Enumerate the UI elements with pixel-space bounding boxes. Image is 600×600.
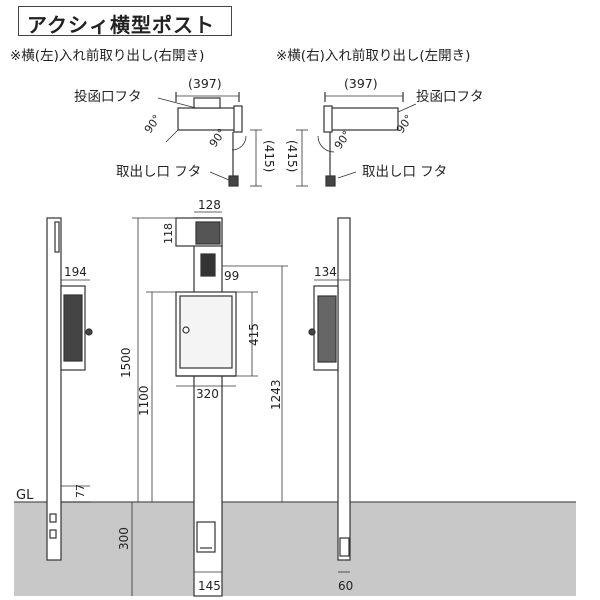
label-insert-lid-right: 投函口フタ (416, 89, 484, 105)
dim-1243: 1243 (269, 379, 283, 410)
plan-view-right (296, 92, 417, 187)
label-takeout-lid-right: 取出し口 フタ (362, 164, 447, 180)
title: アクシィ横型ポスト (27, 13, 215, 37)
side-view-left (46, 217, 93, 561)
dim-118: 118 (162, 223, 175, 244)
variant-right-caption: ※横(右)入れ前取り出し(左開き) (276, 48, 471, 64)
dim-397-right: (397) (344, 76, 378, 91)
side-view-right (308, 217, 351, 573)
label-takeout-lid-left: 取出し口 フタ (116, 164, 201, 180)
dim-320: 320 (196, 387, 219, 401)
dim-99: 99 (224, 269, 239, 283)
dim-194: 194 (64, 265, 87, 279)
dim-77: 77 (74, 484, 87, 498)
dim-60: 60 (338, 579, 353, 593)
dim-397-left: (397) (188, 76, 222, 91)
dim-134: 134 (314, 265, 337, 279)
gl-label: GL (16, 488, 34, 503)
front-view (131, 211, 288, 597)
dim-300: 300 (117, 527, 131, 550)
dim-415-left: (415) (262, 140, 276, 172)
dim-415-right: (415) (285, 140, 299, 172)
variant-left-caption: ※横(左)入れ前取り出し(右開き) (10, 48, 205, 64)
plan-view-left (157, 92, 262, 187)
ground-section (14, 502, 576, 596)
dim-145: 145 (198, 579, 221, 593)
label-insert-lid-left: 投函口フタ (74, 89, 142, 105)
dim-415: 415 (247, 323, 261, 346)
angle-right-a: 90° (332, 128, 354, 151)
dim-1500: 1500 (119, 347, 133, 378)
angle-left-a: 90° (142, 112, 164, 135)
title-box: アクシィ横型ポスト (18, 6, 232, 37)
dim-1100: 1100 (137, 385, 151, 416)
dim-128: 128 (198, 198, 221, 212)
